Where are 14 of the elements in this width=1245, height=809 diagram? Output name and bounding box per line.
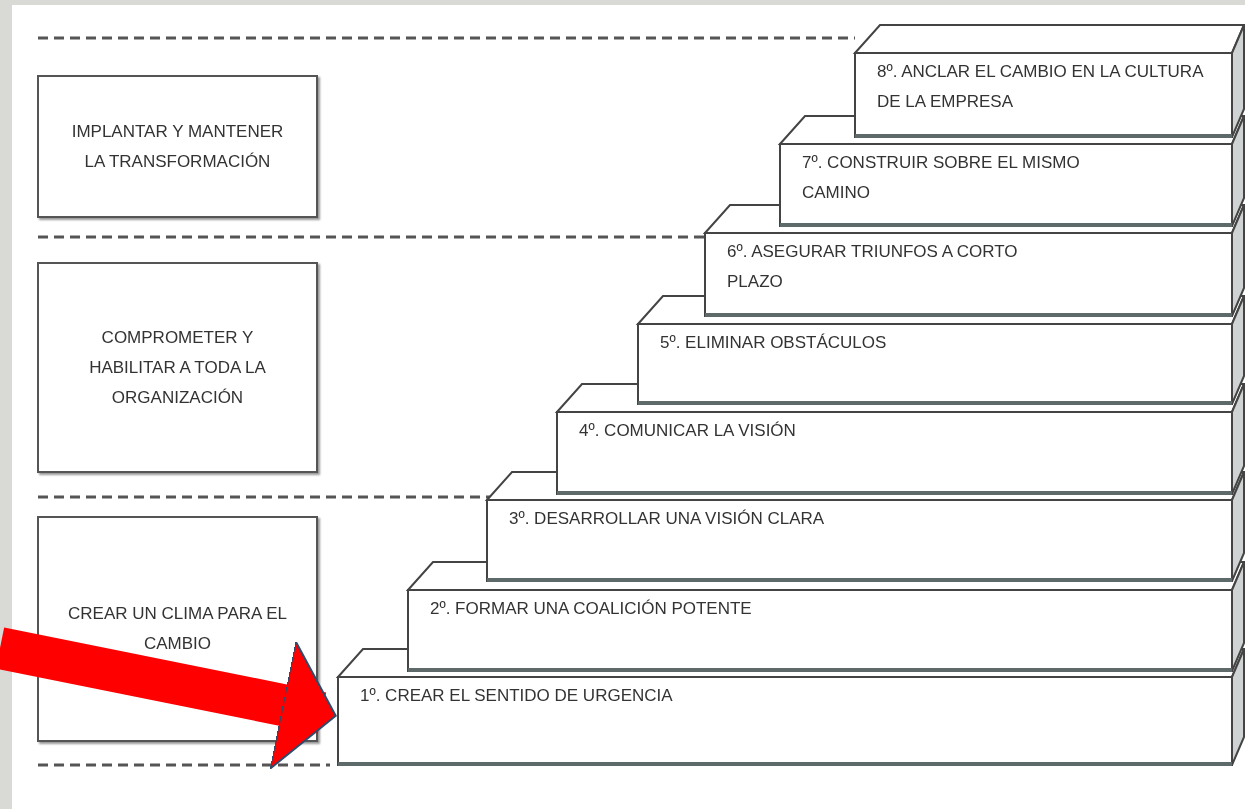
step-label: 5º. ELIMINAR OBSTÁCULOS	[660, 332, 888, 354]
phase-label: IMPLANTAR Y MANTENER LA TRANSFORMACIÓN	[70, 120, 285, 173]
phase-box	[37, 262, 318, 473]
arrow	[0, 627, 337, 770]
phase-label: CREAR UN CLIMA PARA EL CAMBIO	[67, 603, 288, 655]
step-label: 3º. DESARROLLAR UNA VISIÓN CLARA	[509, 508, 826, 530]
step-label: 7º. CONSTRUIR SOBRE EL MISMO CAMINO	[802, 152, 1081, 204]
phase-label: COMPROMETER Y HABILITAR A TODA LA ORGANIZACIÓN	[88, 326, 267, 409]
phase-box	[37, 75, 318, 218]
step-label: 8º. ANCLAR EL CAMBIO EN LA CULTURA DE LA EMPRESA	[877, 61, 1205, 113]
step-label: 2º. FORMAR UNA COALICIÓN POTENTE	[430, 598, 753, 620]
step-label: 6º. ASEGURAR TRIUNFOS A CORTO PLAZO	[727, 241, 1019, 293]
step-label: 1º. CREAR EL SENTIDO DE URGENCIA	[360, 685, 674, 707]
step-label: 4º. COMUNICAR LA VISIÓN	[579, 420, 797, 442]
